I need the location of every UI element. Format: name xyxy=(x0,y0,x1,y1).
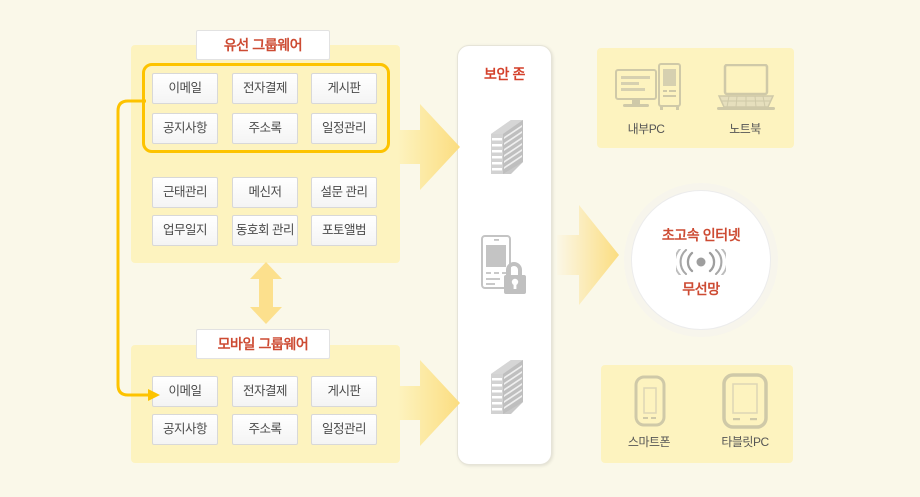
network-circle: 초고속 인터넷 무선망 xyxy=(631,190,771,330)
device-label-internal-pc: 내부PC xyxy=(627,122,665,136)
app-button-wired-schedule[interactable]: 일정관리 xyxy=(311,113,377,144)
mobile-groupware-title: 모바일 그룹웨어 xyxy=(196,329,330,359)
desktop-pc-device: 내부PC xyxy=(597,48,695,148)
wired-highlight-box xyxy=(142,63,390,153)
app-button-wired-club[interactable]: 동호회 관리 xyxy=(232,215,298,246)
connector-wired-apps-to-mobile xyxy=(116,99,160,401)
arrow-security-to-network xyxy=(557,205,619,305)
laptop-icon xyxy=(717,64,775,110)
app-button-wired-attendance[interactable]: 근태관리 xyxy=(152,177,218,208)
app-button-mobile-schedule[interactable]: 일정관리 xyxy=(311,414,377,445)
wired-groupware-title: 유선 그룹웨어 xyxy=(196,30,330,60)
tablet-icon xyxy=(722,373,768,429)
smartphone-icon xyxy=(634,375,666,427)
tablet-device: 타블릿PC xyxy=(697,365,793,463)
smartphone-device: 스마트폰 xyxy=(601,365,697,463)
app-button-mobile-board[interactable]: 게시판 xyxy=(311,376,377,407)
network-label-top: 초고속 인터넷 xyxy=(661,227,741,243)
network-label-bottom: 무선망 xyxy=(682,281,720,297)
arrow-wired-mobile-sync xyxy=(250,262,282,324)
mobile-devices-panel: 스마트폰 타블릿PC xyxy=(601,365,793,463)
security-zone-title: 보안 존 xyxy=(484,66,525,82)
device-label-laptop: 노트북 xyxy=(729,122,761,136)
app-button-wired-address[interactable]: 주소록 xyxy=(232,113,298,144)
app-button-wired-notice[interactable]: 공지사항 xyxy=(152,113,218,144)
app-button-mobile-address[interactable]: 주소록 xyxy=(232,414,298,445)
app-button-wired-email[interactable]: 이메일 xyxy=(152,73,218,104)
arrow-mobile-to-security xyxy=(398,360,460,446)
app-button-wired-messenger[interactable]: 메신저 xyxy=(232,177,298,208)
internal-devices-panel: 내부PC 노트북 xyxy=(597,48,794,148)
laptop-device: 노트북 xyxy=(696,48,794,148)
app-button-wired-worklog[interactable]: 업무일지 xyxy=(152,215,218,246)
arrow-wired-to-security xyxy=(398,104,460,190)
app-button-wired-board[interactable]: 게시판 xyxy=(311,73,377,104)
device-label-smartphone: 스마트폰 xyxy=(627,435,671,449)
app-button-mobile-approval[interactable]: 전자결제 xyxy=(232,376,298,407)
server-stack-icon xyxy=(491,120,523,174)
security-zone-panel: 보안 존 xyxy=(457,45,552,465)
app-button-wired-approval[interactable]: 전자결제 xyxy=(232,73,298,104)
app-button-wired-survey[interactable]: 설문 관리 xyxy=(311,177,377,208)
app-button-mobile-email[interactable]: 이메일 xyxy=(152,376,218,407)
app-button-mobile-notice[interactable]: 공지사항 xyxy=(152,414,218,445)
app-button-wired-photoalbum[interactable]: 포토앨범 xyxy=(311,215,377,246)
desktop-pc-icon xyxy=(615,63,681,110)
device-label-tablet: 타블릿PC xyxy=(721,435,769,449)
wifi-signal-icon xyxy=(676,249,726,275)
mobile-lock-icon xyxy=(481,235,526,294)
server-stack-icon xyxy=(491,360,523,414)
